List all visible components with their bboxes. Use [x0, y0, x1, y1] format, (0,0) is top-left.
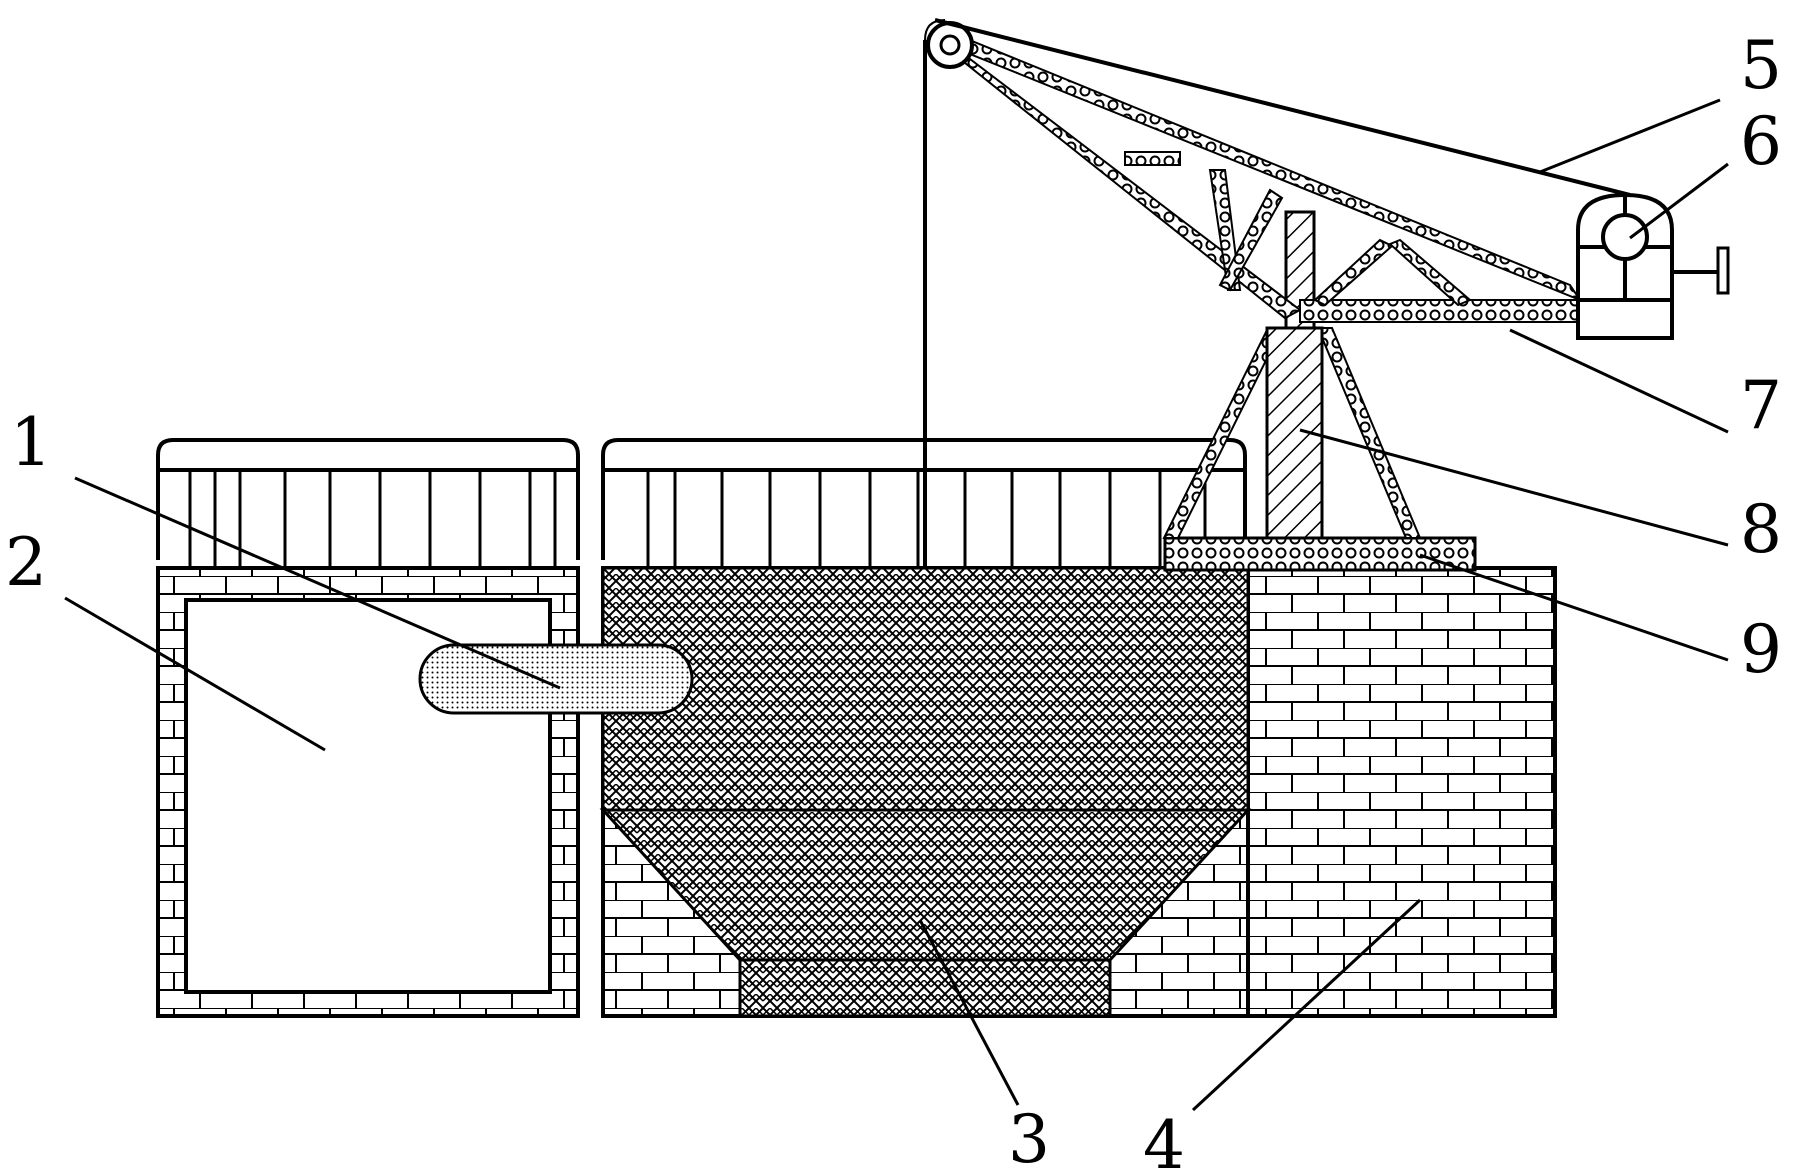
winch: [1576, 192, 1730, 340]
callout-6: 6: [1740, 103, 1782, 180]
leader-4: [1191, 898, 1422, 1112]
callout-5: 5: [1740, 27, 1782, 104]
jib-horizontal-chord: [1299, 299, 1586, 323]
callout-9: 9: [1740, 611, 1782, 688]
leader-2: [64, 596, 326, 752]
left-tank: [156, 438, 580, 1018]
leader-3: [918, 919, 1020, 1106]
hopper: [599, 566, 1252, 1018]
jib-brace-1: [1124, 151, 1181, 166]
leader-5: [1539, 98, 1721, 174]
leader-9: [1419, 553, 1729, 662]
support-leg-left: [1162, 327, 1284, 539]
jib-brace-4: [1313, 238, 1394, 307]
hopper-outlet: [738, 958, 1112, 1018]
foundation-pad: [1163, 536, 1477, 572]
callout-8: 8: [1740, 491, 1782, 568]
jib-brace-5: [1388, 238, 1472, 307]
leader-lines: [64, 98, 1729, 1112]
hopper-upper: [601, 566, 1250, 812]
winch-drum: [1601, 213, 1649, 261]
callout-2: 2: [5, 524, 47, 601]
callout-1: 1: [10, 404, 52, 481]
connecting-pipe: [418, 643, 694, 715]
support-leg-right: [1316, 327, 1422, 539]
crane: [923, 18, 1730, 568]
leader-1: [74, 476, 561, 690]
jib-lower-chord: [944, 39, 1302, 320]
leader-8: [1299, 428, 1729, 547]
main-railing-posts: [646, 470, 1207, 570]
callout-3: 3: [1008, 1101, 1050, 1174]
callout-7: 7: [1740, 367, 1782, 444]
callout-4: 4: [1143, 1107, 1185, 1174]
leader-6: [1629, 162, 1729, 240]
jib-brace-3: [1218, 188, 1284, 292]
jib-upper-chord: [942, 27, 1583, 303]
leader-7: [1509, 328, 1729, 434]
left-railing-posts: [188, 470, 557, 570]
left-tank-railing: [156, 438, 580, 560]
callout-labels: 1 2 3 4 5 6 7 8 9: [5, 27, 1782, 1174]
hoist-cable-upper: [934, 18, 1631, 197]
winch-handle: [1716, 246, 1730, 295]
